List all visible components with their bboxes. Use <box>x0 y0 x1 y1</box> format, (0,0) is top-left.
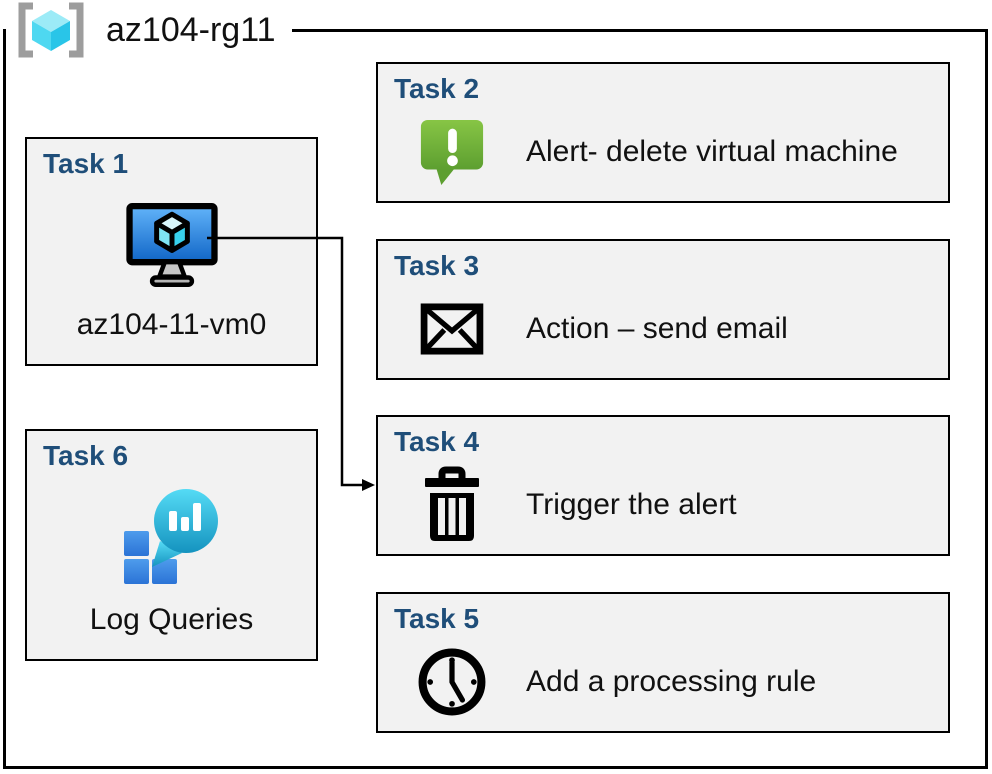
task3-row: Action – send email <box>414 285 948 373</box>
task3-label: Action – send email <box>526 312 788 345</box>
resource-group-header: az104-rg11 <box>6 0 292 60</box>
task-card-5: Task 5 Add a processing rule <box>376 592 950 733</box>
task1-label: az104-11-vm0 <box>76 308 267 341</box>
clock-icon <box>418 648 486 716</box>
task-card-2: Task 2 Alert- delete virtual machine <box>376 62 950 203</box>
task1-title: Task 1 <box>43 148 129 179</box>
task-card-6: Task 6 Log Q <box>25 429 318 661</box>
task6-icon-area <box>27 473 316 603</box>
task5-label: Add a processing rule <box>526 665 817 698</box>
task3-title: Task 3 <box>394 250 480 281</box>
task5-title: Task 5 <box>394 603 480 634</box>
task-card-3: Task 3 Action – send email <box>376 239 950 380</box>
task-card-4: Task 4 Trigger the alert <box>376 415 950 556</box>
task-card-1: Task 1 az104-11-vm0 <box>25 137 318 366</box>
email-envelope-icon <box>420 303 484 355</box>
task5-row: Add a processing rule <box>414 638 948 726</box>
resource-group-label: az104-rg11 <box>106 10 276 49</box>
virtual-machine-icon <box>125 202 218 287</box>
task6-title: Task 6 <box>43 440 129 471</box>
task6-label: Log Queries <box>89 603 254 636</box>
resource-group-icon <box>18 2 84 58</box>
log-analytics-icon <box>123 489 218 584</box>
trash-delete-icon <box>425 466 479 541</box>
task4-label: Trigger the alert <box>526 488 737 521</box>
task1-icon-area <box>27 181 316 308</box>
task2-title: Task 2 <box>394 73 480 104</box>
task2-label: Alert- delete virtual machine <box>526 135 898 168</box>
task4-title: Task 4 <box>394 426 480 457</box>
task2-row: Alert- delete virtual machine <box>414 108 948 196</box>
alert-message-icon <box>420 119 484 186</box>
task4-row: Trigger the alert <box>414 461 948 549</box>
